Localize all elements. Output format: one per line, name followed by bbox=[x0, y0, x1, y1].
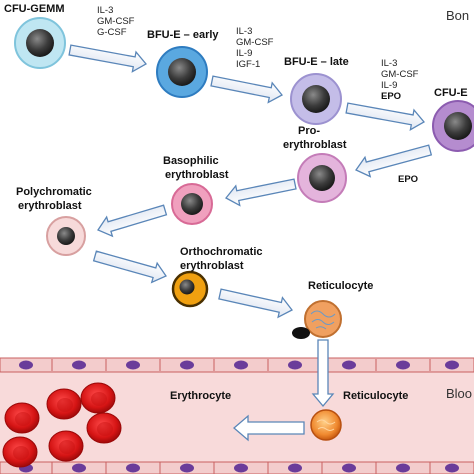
basophilic-label-line2: erythroblast bbox=[165, 169, 229, 181]
reticulocyte-marrow-label: Reticulocyte bbox=[308, 280, 373, 292]
erythrocyte-cluster bbox=[2, 382, 122, 468]
factor-text: IL-3 bbox=[381, 58, 397, 69]
factor-text: GM-CSF bbox=[381, 69, 419, 80]
polychromatic-label-line2: erythroblast bbox=[18, 200, 82, 212]
factor-text: GM-CSF bbox=[236, 37, 274, 48]
factor-text: IL-9 bbox=[236, 48, 252, 59]
factor-text: IGF-1 bbox=[236, 59, 260, 70]
pro-erythroblast-label-line2: erythroblast bbox=[283, 139, 347, 151]
factors-bfu-late-to-cfu-e: IL-3 GM-CSF IL-9 EPO bbox=[381, 58, 419, 102]
erythrocyte bbox=[86, 412, 122, 444]
erythrocyte bbox=[46, 388, 82, 420]
endothelial-nucleus bbox=[72, 463, 86, 473]
factor-epo-cfu-e-to-pro: EPO bbox=[398, 174, 418, 185]
arrow-orthochromatic-to-reticulocyte bbox=[218, 288, 293, 319]
basophilic-label-line1: Basophilic bbox=[163, 155, 219, 167]
basophilic-erythroblast-cell bbox=[171, 183, 213, 225]
arrow-bfu-early-to-bfu-late bbox=[210, 75, 283, 104]
extruded-nucleus bbox=[292, 327, 310, 339]
arrow-basophilic-to-polychromatic bbox=[97, 204, 168, 238]
bfu-e-early-label: BFU-E – early bbox=[147, 29, 219, 41]
arrow-cfu-e-to-pro bbox=[355, 144, 433, 178]
polychromatic-label-line1: Polychromatic bbox=[16, 186, 92, 198]
erythrocyte bbox=[48, 430, 84, 462]
pro-erythroblast-label-line1: Pro- bbox=[298, 125, 320, 137]
erythrocyte bbox=[80, 382, 116, 414]
cfu-e-label: CFU-E bbox=[434, 87, 468, 99]
factor-text: GM-CSF bbox=[97, 16, 135, 27]
reticulocyte-blood-cell bbox=[310, 409, 342, 441]
factor-text: IL-3 bbox=[97, 5, 113, 16]
endothelial-nucleus bbox=[19, 360, 33, 370]
factor-text: IL-9 bbox=[381, 80, 397, 91]
arrow-pro-to-basophilic bbox=[225, 178, 297, 207]
orthochromatic-label-line1: Orthochromatic bbox=[180, 246, 263, 258]
bfu-e-early-cell bbox=[156, 46, 208, 98]
orthochromatic-erythroblast-cell bbox=[171, 270, 209, 308]
reticulocyte-blood-label: Reticulocyte bbox=[343, 390, 408, 402]
endothelial-nucleus bbox=[445, 360, 459, 370]
endothelial-nucleus bbox=[234, 463, 248, 473]
polychromatic-erythroblast-cell bbox=[46, 216, 86, 256]
cfu-e-cell bbox=[432, 100, 474, 152]
endothelial-nucleus bbox=[234, 360, 248, 370]
endothelial-nucleus bbox=[288, 463, 302, 473]
endothelial-nucleus bbox=[396, 360, 410, 370]
erythrocyte bbox=[2, 436, 38, 468]
orthochromatic-label-line2: erythroblast bbox=[180, 260, 244, 272]
reticulum-strands bbox=[310, 310, 336, 330]
erythrocyte bbox=[4, 402, 40, 434]
factor-text-epo: EPO bbox=[381, 91, 401, 102]
endothelial-nucleus bbox=[342, 360, 356, 370]
arrow-polychromatic-to-orthochromatic bbox=[92, 250, 167, 284]
endothelial-nucleus bbox=[126, 463, 140, 473]
arrow-reticulocyte-to-blood bbox=[311, 339, 335, 408]
reticulocyte-marrow-cell bbox=[292, 300, 342, 339]
endothelial-nucleus bbox=[180, 360, 194, 370]
endothelial-nucleus bbox=[342, 463, 356, 473]
reticulum-strands-blood bbox=[316, 419, 336, 431]
pro-erythroblast-cell bbox=[297, 153, 347, 203]
arrow-bfu-late-to-cfu-e bbox=[345, 102, 425, 131]
factors-bfu-early-to-bfu-late: IL-3 GM-CSF IL-9 IGF-1 bbox=[236, 26, 274, 70]
factor-text: G-CSF bbox=[97, 27, 127, 38]
factor-text: IL-3 bbox=[236, 26, 252, 37]
factors-cfu-gemm-to-bfu-early: IL-3 GM-CSF G-CSF bbox=[97, 5, 135, 38]
endothelial-nucleus bbox=[72, 360, 86, 370]
endothelial-nucleus bbox=[126, 360, 140, 370]
bfu-e-late-cell bbox=[290, 73, 342, 125]
endothelial-nucleus bbox=[288, 360, 302, 370]
bone-marrow-label: Bon bbox=[446, 8, 469, 23]
erythrocyte-label: Erythrocyte bbox=[170, 390, 231, 402]
endothelial-nucleus bbox=[180, 463, 194, 473]
arrow-reticulocyte-to-erythrocyte bbox=[233, 414, 305, 442]
bfu-e-late-label: BFU-E – late bbox=[284, 56, 349, 68]
endothelial-nucleus bbox=[396, 463, 410, 473]
arrow-cfu-gemm-to-bfu-early bbox=[68, 44, 147, 73]
cfu-gemm-label: CFU-GEMM bbox=[4, 3, 65, 15]
endothelial-nucleus bbox=[445, 463, 459, 473]
blood-label: Bloo bbox=[446, 386, 472, 401]
cfu-gemm-cell bbox=[14, 17, 66, 69]
